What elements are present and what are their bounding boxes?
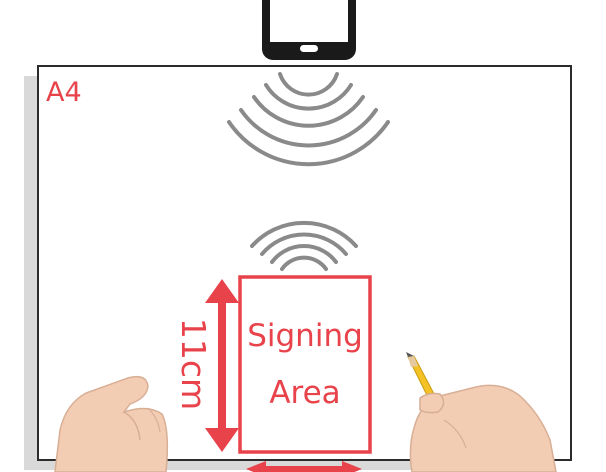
width-dimension-arrow	[246, 461, 362, 472]
signing-area-box	[238, 275, 372, 454]
signing-area-subtitle: Area	[269, 375, 340, 411]
height-dimension-label: 11cm	[174, 318, 213, 410]
pad-signal-waves-icon	[250, 220, 358, 271]
height-dimension-arrow	[205, 279, 239, 452]
right-hand	[409, 384, 557, 472]
smartphone-icon	[262, 0, 356, 60]
paper-size-label: A4	[46, 77, 82, 108]
phone-signal-waves-icon	[227, 72, 390, 167]
left-hand	[54, 375, 169, 472]
signing-area-title: Signing	[247, 318, 363, 354]
